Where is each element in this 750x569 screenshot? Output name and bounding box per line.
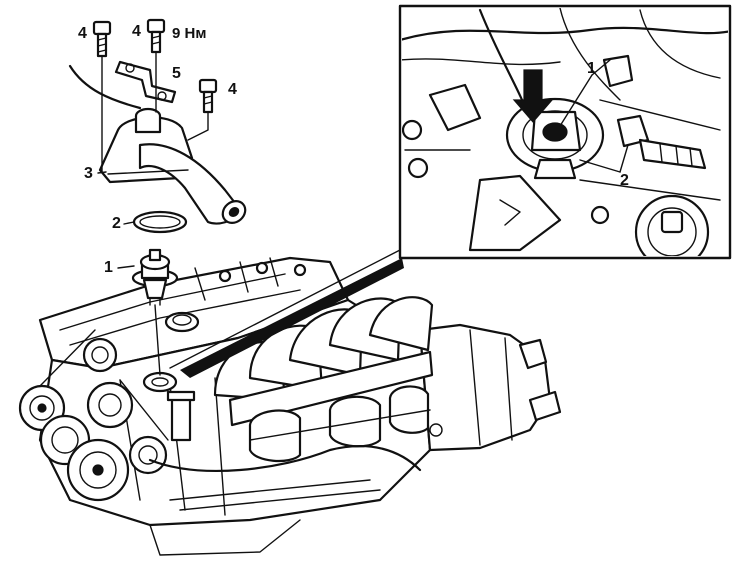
exploded-thermostat-parts <box>68 18 247 376</box>
thermostat <box>131 248 179 306</box>
leader-thermostat <box>117 265 135 269</box>
thermostat-housing <box>98 107 247 225</box>
inset-pointer <box>180 258 404 378</box>
label-housing: 3 <box>84 165 93 182</box>
leader-seal <box>123 221 135 225</box>
inset-label-2: 2 <box>620 172 629 189</box>
bracket <box>114 60 177 104</box>
label-bolt-mid: 4 <box>132 23 141 40</box>
label-seal-ring: 2 <box>112 215 121 232</box>
bolt-left <box>92 20 112 58</box>
engine-block <box>18 256 562 556</box>
label-torque: 9 Нм <box>172 25 206 42</box>
inset-label-1: 1 <box>587 60 596 77</box>
detail-inset: 1 2 <box>398 4 732 260</box>
bolt-right <box>198 78 218 114</box>
leader-housing <box>97 171 107 174</box>
bolt-middle <box>146 18 166 54</box>
label-bracket: 5 <box>172 65 181 82</box>
seal-ring <box>132 210 188 234</box>
label-bolt-left: 4 <box>78 25 87 42</box>
label-thermostat: 1 <box>104 259 113 276</box>
label-bolt-right: 4 <box>228 81 237 98</box>
inset-pointer-line <box>169 249 401 369</box>
